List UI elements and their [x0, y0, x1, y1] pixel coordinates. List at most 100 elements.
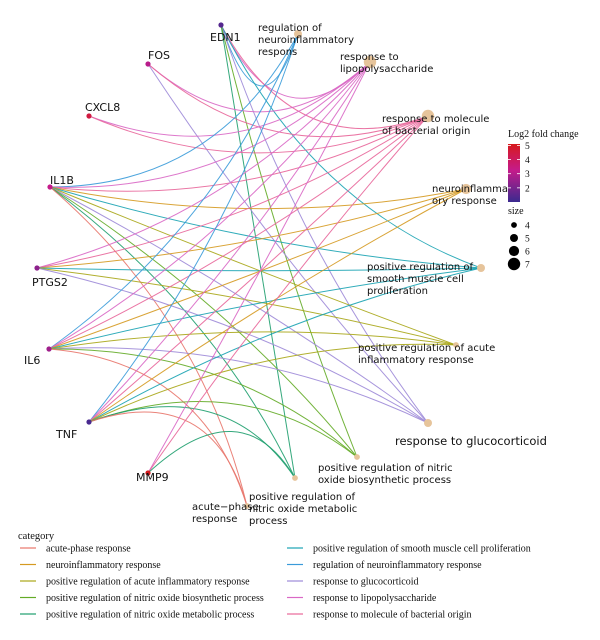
edge-edn1-positive-regulation-of-nitric-oxide-metabolic-process	[220, 24, 296, 479]
term-node-positive-regulation-of-nitric-oxide-biosynthetic-process	[354, 454, 360, 460]
term-node-regulation-of-neuroinflammatory-response	[294, 30, 302, 38]
edge-tnf-acute-phase-response	[88, 411, 248, 507]
size-legend-label: 4	[525, 222, 530, 232]
gene-label-cxcl8: CXCL8	[85, 101, 120, 114]
category-label-positive-regulation-of-acute-inflammatory-response: positive regulation of acute inflammator…	[46, 577, 250, 588]
color-tick-label: 3	[525, 170, 530, 180]
edge-tnf-positive-regulation-of-nitric-oxide-biosynthetic-process	[88, 400, 358, 458]
edge-mmp9-positive-regulation-of-nitric-oxide-metabolic-process	[147, 431, 296, 479]
term-node-response-to-molecule-of-bacterial-origin	[421, 109, 435, 123]
edge-il1b-response-to-lipopolysaccharide	[49, 61, 371, 188]
edge-ptgs2-response-to-molecule-of-bacterial-origin	[36, 115, 429, 269]
category-label-positive-regulation-of-nitric-oxide-metabolic-process: positive regulation of nitric oxide meta…	[46, 610, 254, 621]
edge-il6-positive-regulation-of-nitric-oxide-biosynthetic-process	[48, 348, 358, 458]
category-legend: category acute-phase response neuroinflam…	[18, 531, 531, 621]
edge-il1b-positive-regulation-of-nitric-oxide-biosynthetic-process	[49, 186, 358, 458]
category-label-response-to-glucocorticoid: response to glucocorticoid	[313, 577, 419, 588]
edge-il1b-positive-regulation-of-acute-inflammatory-response	[49, 186, 457, 346]
term-label-line: response to glucocorticoid	[395, 434, 547, 448]
gene-node-edn1	[218, 22, 224, 28]
category-label-neuroinflammatory-response: neuroinflammatory response	[46, 560, 161, 571]
edge-fos-response-to-glucocorticoid	[147, 63, 429, 424]
term-node-positive-regulation-of-nitric-oxide-metabolic-process	[292, 475, 298, 481]
gene-node-il6	[46, 346, 52, 352]
category-label-regulation-of-neuroinflammatory-response: regulation of neuroinflammatory response	[313, 560, 482, 571]
edge-il1b-response-to-molecule-of-bacterial-origin	[49, 115, 429, 192]
term-node-neuroinflammatory-response	[460, 183, 472, 195]
edge-cxcl8-response-to-molecule-of-bacterial-origin	[88, 115, 429, 154]
term-label-line: of bacterial origin	[382, 126, 470, 137]
gene-label-il6: IL6	[24, 354, 40, 367]
term-label-line: oxide biosynthetic process	[318, 475, 451, 486]
edge-il1b-regulation-of-neuroinflammatory-response	[49, 33, 299, 188]
edge-mmp9-response-to-molecule-of-bacterial-origin	[147, 115, 429, 474]
edge-il1b-neuroinflammatory-response	[49, 186, 467, 210]
term-label-line: response to	[340, 52, 399, 63]
edges-layer	[36, 24, 482, 507]
edge-tnf-positive-regulation-of-nitric-oxide-metabolic-process	[88, 406, 296, 479]
term-label-line: response to molecule	[382, 114, 489, 125]
size-legend-title: size	[508, 206, 524, 217]
gene-label-tnf: TNF	[55, 428, 77, 441]
edge-il1b-positive-regulation-of-nitric-oxide-metabolic-process	[49, 186, 296, 479]
color-legend-title: Log2 fold change	[508, 129, 579, 140]
gene-node-tnf	[86, 419, 92, 425]
term-label-line: respons	[258, 47, 297, 58]
term-label-line: smooth muscle cell	[367, 274, 464, 285]
edge-il6-response-to-glucocorticoid	[48, 347, 429, 424]
term-node-positive-regulation-of-smooth-muscle-cell-proliferation	[477, 264, 485, 272]
size-legend-dot	[508, 245, 520, 257]
edge-tnf-positive-regulation-of-smooth-muscle-cell-proliferation	[88, 267, 482, 423]
size-legend-label: 7	[525, 261, 530, 271]
edge-ptgs2-neuroinflammatory-response	[36, 188, 467, 269]
term-label-line: positive regulation of	[249, 492, 355, 503]
size-legend-label: 5	[525, 235, 530, 245]
edge-edn1-response-to-molecule-of-bacterial-origin	[220, 24, 429, 130]
term-label-line: process	[249, 516, 287, 527]
labels-layer: EDN1FOSCXCL8IL1BPTGS2IL6TNFMMP9acute−pha…	[24, 23, 547, 527]
category-label-acute-phase-response: acute-phase response	[46, 544, 131, 555]
edge-il1b-acute-phase-response	[49, 186, 248, 507]
term-node-response-to-glucocorticoid	[424, 419, 432, 427]
gene-node-cxcl8	[86, 113, 92, 119]
term-label-line: neuroinflammatory	[258, 35, 354, 46]
edge-edn1-response-to-glucocorticoid	[220, 24, 429, 424]
edge-cxcl8-response-to-lipopolysaccharide	[88, 61, 371, 137]
gene-node-fos	[145, 61, 151, 67]
category-legend-title: category	[18, 531, 55, 542]
term-label-line: proliferation	[367, 286, 428, 297]
color-tick-label: 2	[525, 184, 530, 194]
term-label-line: ory response	[432, 196, 497, 207]
edge-ptgs2-positive-regulation-of-acute-inflammatory-response	[36, 267, 457, 346]
edge-il6-positive-regulation-of-acute-inflammatory-response	[48, 331, 457, 350]
edge-fos-response-to-molecule-of-bacterial-origin	[147, 63, 429, 138]
edge-ptgs2-response-to-lipopolysaccharide	[36, 61, 371, 269]
edge-mmp9-response-to-lipopolysaccharide	[147, 61, 371, 474]
edge-edn1-regulation-of-neuroinflammatory-response	[220, 24, 299, 87]
gene-label-mmp9: MMP9	[136, 471, 169, 484]
term-label-line: acute−phase	[192, 502, 259, 513]
category-legend-items: acute-phase response neuroinflammatory re…	[20, 544, 531, 621]
term-label-line: nitric oxide metabolic	[249, 504, 357, 515]
gene-node-ptgs2	[34, 265, 40, 271]
gene-label-fos: FOS	[148, 49, 170, 62]
size-legend-dot	[510, 234, 518, 242]
size-legend-dot	[511, 222, 517, 228]
edge-fos-response-to-lipopolysaccharide	[147, 61, 371, 113]
edge-il6-regulation-of-neuroinflammatory-response	[48, 33, 299, 350]
edge-tnf-positive-regulation-of-acute-inflammatory-response	[88, 343, 457, 423]
gene-node-il1b	[47, 184, 53, 190]
gene-label-edn1: EDN1	[210, 31, 241, 44]
category-label-response-to-molecule-of-bacterial-origin: response to molecule of bacterial origin	[313, 610, 472, 621]
